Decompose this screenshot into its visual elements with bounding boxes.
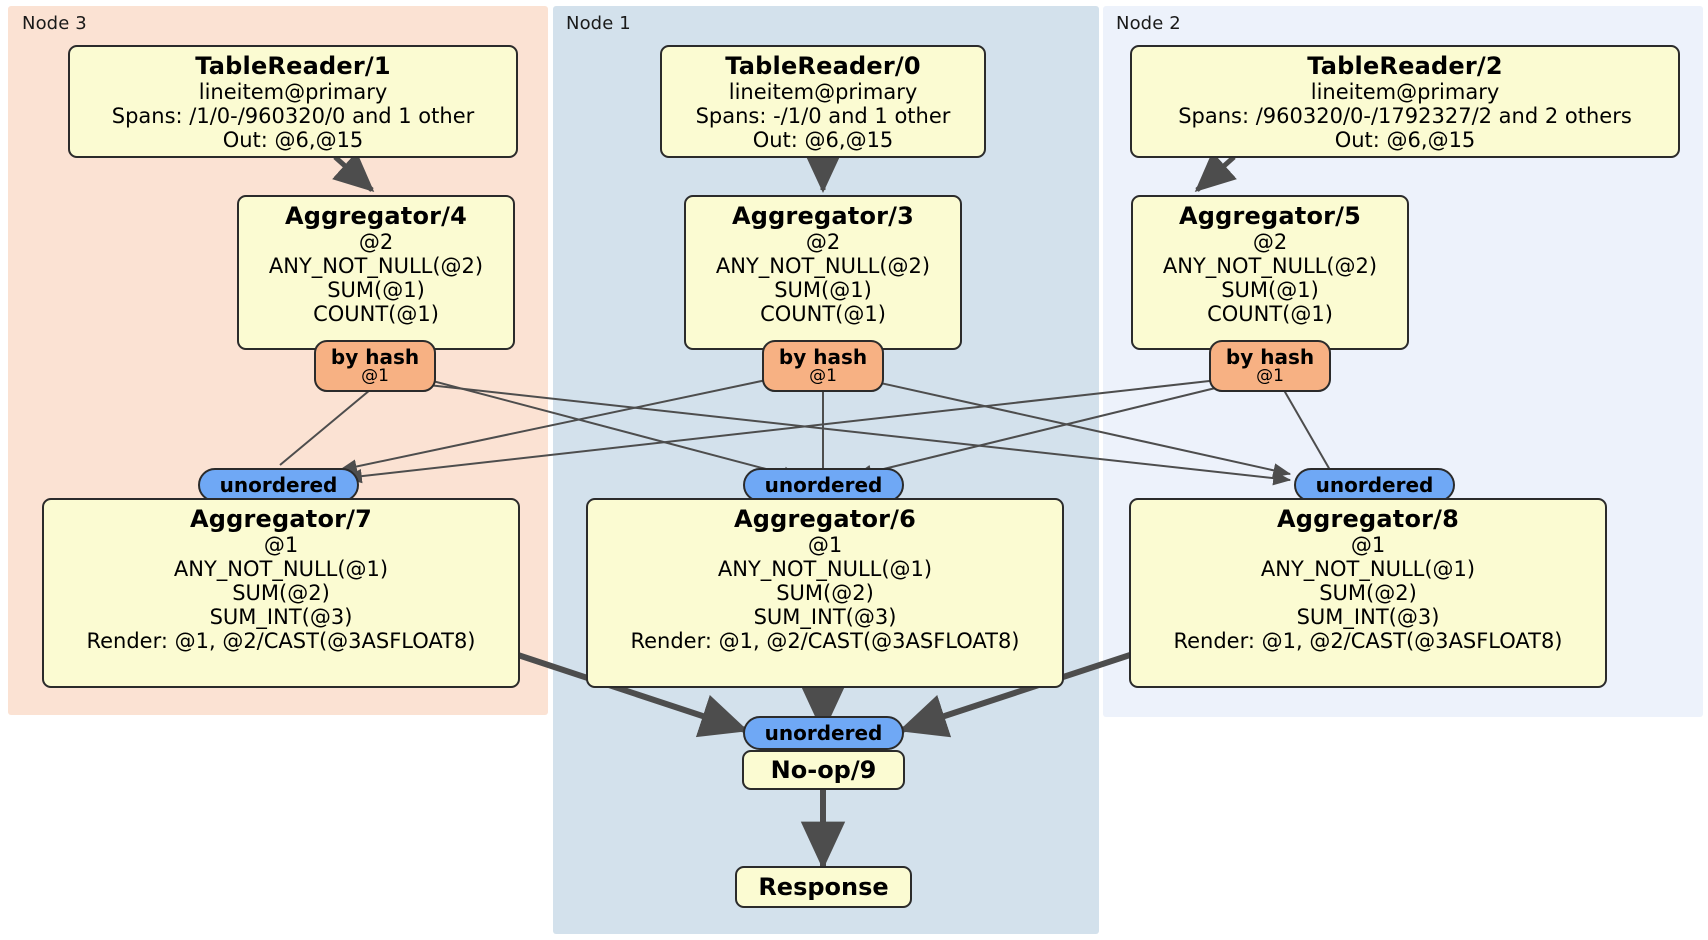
processor-line: @1 bbox=[263, 533, 299, 558]
processor-line: Spans: -/1/0 and 1 other bbox=[695, 104, 951, 129]
router-unordered-final[interactable]: unordered bbox=[743, 716, 904, 750]
processor-line: ANY_NOT_NULL(@2) bbox=[715, 254, 931, 279]
processor-line: SUM(@1) bbox=[1221, 278, 1319, 303]
processor-aggregator-4[interactable]: Aggregator/4 @2 ANY_NOT_NULL(@2) SUM(@1)… bbox=[237, 195, 515, 350]
router-type-label: unordered bbox=[764, 472, 883, 497]
processor-line: ANY_NOT_NULL(@2) bbox=[1162, 254, 1378, 279]
router-by-hash-mid[interactable]: by hash @1 bbox=[762, 340, 884, 392]
processor-line: ANY_NOT_NULL(@1) bbox=[1260, 557, 1476, 582]
processor-line: @2 bbox=[1252, 230, 1288, 255]
processor-line: Render: @1, @2/CAST(@3ASFLOAT8) bbox=[86, 629, 476, 654]
processor-line: Out: @6,@15 bbox=[1334, 128, 1476, 153]
processor-title: TableReader/2 bbox=[1307, 52, 1503, 80]
processor-table-reader-0[interactable]: TableReader/0 lineitem@primary Spans: -/… bbox=[660, 45, 986, 158]
processor-line: SUM(@1) bbox=[327, 278, 425, 303]
processor-aggregator-7[interactable]: Aggregator/7 @1 ANY_NOT_NULL(@1) SUM(@2)… bbox=[42, 498, 520, 688]
processor-table-reader-2[interactable]: TableReader/2 lineitem@primary Spans: /9… bbox=[1130, 45, 1680, 158]
router-unordered-right[interactable]: unordered bbox=[1294, 468, 1455, 502]
processor-line: COUNT(@1) bbox=[760, 302, 886, 327]
processor-line: ANY_NOT_NULL(@2) bbox=[268, 254, 484, 279]
processor-title: TableReader/1 bbox=[195, 52, 391, 80]
processor-title: TableReader/0 bbox=[725, 52, 921, 80]
processor-aggregator-5[interactable]: Aggregator/5 @2 ANY_NOT_NULL(@2) SUM(@1)… bbox=[1131, 195, 1409, 350]
processor-table-reader-1[interactable]: TableReader/1 lineitem@primary Spans: /1… bbox=[68, 45, 518, 158]
processor-line: Spans: /960320/0-/1792327/2 and 2 others bbox=[1178, 104, 1632, 129]
processor-line: SUM(@1) bbox=[774, 278, 872, 303]
processor-line: ANY_NOT_NULL(@1) bbox=[173, 557, 389, 582]
processor-line: @2 bbox=[358, 230, 394, 255]
router-type-label: unordered bbox=[1315, 472, 1434, 497]
processor-noop-9[interactable]: No-op/9 bbox=[742, 750, 905, 790]
processor-aggregator-3[interactable]: Aggregator/3 @2 ANY_NOT_NULL(@2) SUM(@1)… bbox=[684, 195, 962, 350]
processor-line: Render: @1, @2/CAST(@3ASFLOAT8) bbox=[1173, 629, 1563, 654]
processor-line: SUM_INT(@3) bbox=[1296, 605, 1440, 630]
processor-title: Aggregator/3 bbox=[731, 202, 915, 230]
node-label-node2: Node 2 bbox=[1116, 13, 1181, 34]
router-unordered-left[interactable]: unordered bbox=[198, 468, 359, 502]
processor-line: SUM_INT(@3) bbox=[753, 605, 897, 630]
processor-line: lineitem@primary bbox=[1310, 80, 1500, 105]
processor-line: COUNT(@1) bbox=[1207, 302, 1333, 327]
processor-response[interactable]: Response bbox=[735, 866, 912, 908]
processor-line: @1 bbox=[807, 533, 843, 558]
processor-title: Aggregator/8 bbox=[1276, 505, 1460, 533]
node-label-node1: Node 1 bbox=[566, 13, 631, 34]
router-type-label: unordered bbox=[219, 472, 338, 497]
processor-line: @1 bbox=[1350, 533, 1386, 558]
processor-aggregator-8[interactable]: Aggregator/8 @1 ANY_NOT_NULL(@1) SUM(@2)… bbox=[1129, 498, 1607, 688]
processor-title: No-op/9 bbox=[770, 756, 877, 784]
processor-line: Render: @1, @2/CAST(@3ASFLOAT8) bbox=[630, 629, 1020, 654]
processor-line: Out: @6,@15 bbox=[222, 128, 364, 153]
router-column-label: @1 bbox=[809, 365, 837, 386]
router-unordered-mid[interactable]: unordered bbox=[743, 468, 904, 502]
processor-line: SUM(@2) bbox=[776, 581, 874, 606]
router-type-label: unordered bbox=[764, 720, 883, 745]
processor-line: SUM(@2) bbox=[1319, 581, 1417, 606]
processor-line: lineitem@primary bbox=[198, 80, 388, 105]
router-type-label: by hash bbox=[330, 344, 420, 369]
processor-title: Aggregator/7 bbox=[189, 505, 373, 533]
router-type-label: by hash bbox=[1225, 344, 1315, 369]
processor-line: COUNT(@1) bbox=[313, 302, 439, 327]
processor-line: @2 bbox=[805, 230, 841, 255]
processor-title: Response bbox=[758, 873, 889, 901]
router-column-label: @1 bbox=[361, 365, 389, 386]
processor-aggregator-6[interactable]: Aggregator/6 @1 ANY_NOT_NULL(@1) SUM(@2)… bbox=[586, 498, 1064, 688]
processor-line: lineitem@primary bbox=[728, 80, 918, 105]
router-by-hash-left[interactable]: by hash @1 bbox=[314, 340, 436, 392]
processor-line: ANY_NOT_NULL(@1) bbox=[717, 557, 933, 582]
processor-line: Spans: /1/0-/960320/0 and 1 other bbox=[111, 104, 475, 129]
processor-title: Aggregator/5 bbox=[1178, 202, 1362, 230]
node-label-node3: Node 3 bbox=[22, 13, 87, 34]
processor-line: Out: @6,@15 bbox=[752, 128, 894, 153]
processor-title: Aggregator/6 bbox=[733, 505, 917, 533]
processor-line: SUM(@2) bbox=[232, 581, 330, 606]
router-column-label: @1 bbox=[1256, 365, 1284, 386]
router-by-hash-right[interactable]: by hash @1 bbox=[1209, 340, 1331, 392]
processor-title: Aggregator/4 bbox=[284, 202, 468, 230]
processor-line: SUM_INT(@3) bbox=[209, 605, 353, 630]
router-type-label: by hash bbox=[778, 344, 868, 369]
